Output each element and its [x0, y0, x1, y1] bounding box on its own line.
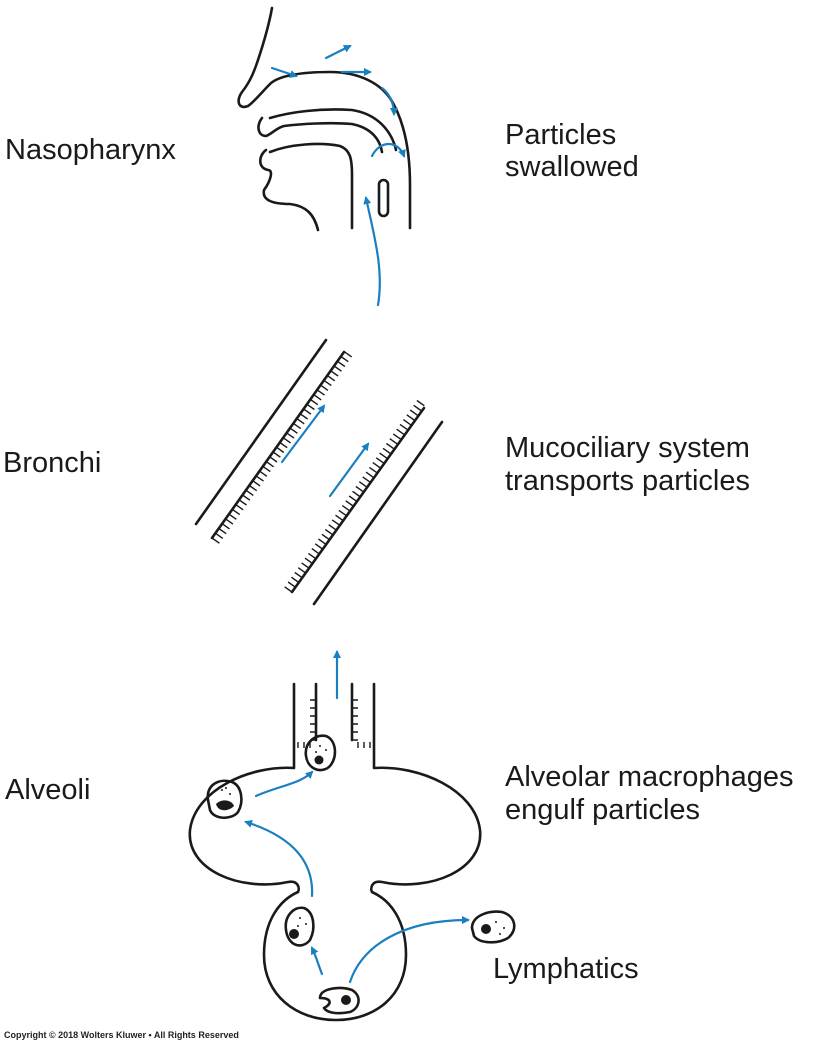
label-lymphatics: Lymphatics — [493, 953, 639, 985]
macrophage-migration-arrow-3 — [310, 946, 324, 976]
epiglottis — [377, 178, 390, 218]
macrophage-cell-lymphatic — [470, 910, 516, 944]
label-bronchi: Bronchi — [3, 447, 102, 479]
label-particles-swallowed-line2: swallowed — [505, 151, 639, 183]
bronchial-wall-left-outer — [194, 338, 328, 526]
mucociliary-arrow-2 — [328, 442, 370, 498]
label-mucociliary-line2: transports particles — [505, 465, 750, 497]
palate-upper — [257, 116, 384, 154]
palate-lower — [268, 108, 398, 152]
macrophage-migration-arrow-1 — [254, 770, 314, 798]
cell-dots — [221, 745, 505, 935]
macrophage-migration-arrow-2 — [244, 820, 314, 898]
nasopharynx-flow-arrows — [270, 44, 406, 307]
lymphatic-arrow — [348, 916, 470, 984]
swallow-arrow-1 — [380, 86, 398, 116]
airflow-arrow-2 — [324, 44, 352, 60]
label-particles-swallowed-line1: Particles — [505, 119, 617, 151]
label-macrophages-line2: engulf particles — [505, 794, 701, 826]
macrophage-cell-2 — [304, 734, 337, 772]
mucociliary-arrow-1 — [280, 404, 326, 464]
pharynx-front — [268, 142, 354, 230]
upward-clearance-arrow — [363, 196, 381, 307]
bronchial-wall-right-outer — [312, 420, 444, 606]
alveoli-illustration — [188, 682, 516, 1022]
airway-cilia — [297, 699, 371, 748]
nasopharynx-illustration — [237, 6, 412, 232]
copyright-notice: Copyright © 2018 Wolters Kluwer • All Ri… — [4, 1030, 239, 1040]
label-macrophages-line1: Alveolar macrophages — [505, 761, 794, 793]
label-mucociliary-line1: Mucociliary system — [505, 432, 750, 464]
label-nasopharynx: Nasopharynx — [5, 134, 176, 166]
bronchi-flow-arrows — [280, 404, 370, 498]
macrophage-cell-3 — [284, 906, 315, 947]
bronchial-wall-left-cilia — [210, 350, 346, 540]
alveolar-sac-outline — [188, 682, 482, 1022]
airflow-arrow-1 — [270, 66, 298, 78]
cilia-left — [211, 351, 353, 544]
swallow-arrow-2 — [370, 142, 406, 158]
tongue-outline — [258, 148, 320, 232]
macrophage-cell-4 — [318, 986, 360, 1015]
macrophage-cell-1 — [206, 779, 243, 820]
bronchial-wall-right-cilia — [290, 406, 426, 594]
cilia-right — [284, 399, 425, 593]
alveoli-flow-arrows — [244, 650, 470, 984]
label-alveoli: Alveoli — [5, 774, 91, 806]
bronchi-illustration — [194, 338, 444, 606]
